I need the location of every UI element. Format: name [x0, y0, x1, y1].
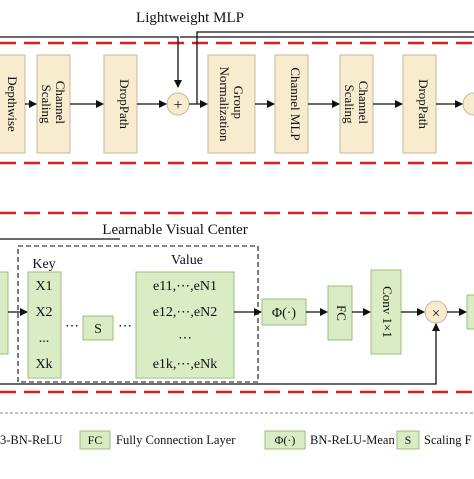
- conv-1x1-box: [370, 269, 402, 355]
- legend-fc-text: Fully Connection Layer: [116, 433, 236, 447]
- key-header: Key: [32, 257, 55, 272]
- legend-fc-symbol: FC: [88, 433, 103, 447]
- codebook-middle-dots-2: ⋯: [118, 319, 132, 334]
- scaling-box-label: S: [94, 322, 102, 337]
- channel-scaling-label-1: Channel Scaling: [39, 81, 68, 128]
- key-column-bg: [27, 271, 62, 379]
- lightweight-mlp-title: Lightweight MLP: [136, 10, 244, 26]
- phi-box: [261, 298, 307, 326]
- group-normalization-label: Group Normalization: [217, 66, 246, 142]
- channel-scaling-block-1: [36, 54, 71, 154]
- value-row-1: e11,⋯,eN1: [153, 279, 217, 294]
- legend-s-swatch: [396, 430, 420, 450]
- fc-box: [327, 285, 353, 341]
- lvc-title: Learnable Visual Center: [102, 222, 247, 238]
- fc-box-label: FC: [334, 305, 349, 321]
- group-normalization-block: [207, 54, 256, 154]
- channel-mlp-block: [274, 54, 309, 154]
- legend-phi-symbol: Φ(·): [275, 433, 296, 447]
- value-row-3: ⋯: [178, 331, 192, 346]
- skip-connection-second: [196, 31, 474, 104]
- value-row-2: e12,⋯,eN2: [153, 305, 218, 320]
- value-header: Value: [171, 253, 203, 268]
- channel-scaling-label-2: Channel Scaling: [342, 81, 371, 128]
- droppath-label-2: DropPath: [416, 79, 431, 129]
- add-symbol: +: [173, 97, 182, 114]
- multiply-symbol: ×: [432, 306, 440, 322]
- legend-item-1-text: 3-BN-ReLU: [0, 433, 63, 447]
- value-column-bg: [135, 271, 235, 379]
- droppath-block-1: [103, 54, 138, 154]
- legend-fc-swatch: [79, 430, 111, 450]
- phi-box-label: Φ(·): [272, 306, 297, 321]
- value-row-4: e1k,⋯,eNk: [153, 357, 218, 372]
- channel-scaling-label-1-line1: Channel: [53, 81, 68, 125]
- key-x1: X1: [35, 279, 52, 294]
- droppath-label-1: DropPath: [117, 79, 132, 129]
- legend-s-text: Scaling F: [424, 433, 472, 447]
- legend-phi-swatch: [264, 430, 306, 450]
- channel-scaling-label-1-line2: Scaling: [39, 85, 54, 124]
- conv-1x1-label: Conv 1×1: [380, 286, 395, 338]
- conv-block-left: [0, 271, 9, 355]
- output-block-right: [466, 294, 474, 330]
- scaling-box: [82, 315, 114, 341]
- multiply-skip-connection: [0, 323, 440, 385]
- legend-s-symbol: S: [405, 433, 412, 447]
- depthwise-label: Depthwise: [5, 76, 20, 132]
- add-node-right: [462, 92, 474, 116]
- key-x2: X2: [35, 305, 52, 320]
- skip-connection-top: [0, 36, 182, 88]
- channel-mlp-label: Channel MLP: [288, 67, 303, 140]
- key-xk: Xk: [35, 357, 52, 372]
- legend-phi-text: BN-ReLU-Mean: [310, 433, 395, 447]
- key-ellipsis: ...: [39, 331, 50, 346]
- codebook-middle-dots: ⋯: [65, 319, 79, 334]
